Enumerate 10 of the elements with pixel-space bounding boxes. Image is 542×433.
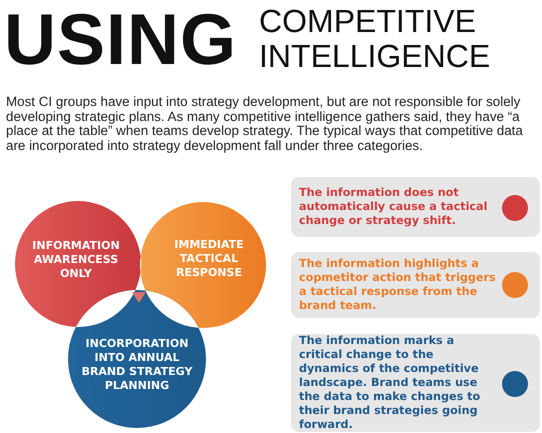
card-text: The information does not automatically cause a tactical change or strategy shift. bbox=[299, 186, 488, 228]
info-card bbox=[291, 334, 540, 432]
circle-label: IMMEDIATE TACTICAL RESPONSE bbox=[173, 238, 245, 280]
card-text: The information marks a critical change to the dynamics of the competitive landscape. Brand teams use the data to make changes to their brand strategies going forward. bbox=[299, 334, 482, 432]
info-card bbox=[291, 177, 540, 237]
card-text: The information highlights a copmetitor action that triggers a tactical response from the brand team. bbox=[299, 257, 496, 313]
info-card bbox=[291, 252, 540, 318]
circle-label: INCORPORATION INTO ANNUAL BRAND STRATEGY PLANNING bbox=[80, 337, 194, 393]
circle-label: INFORMATION AWARENCESS ONLY bbox=[31, 239, 121, 281]
intro-paragraph: Most CI groups have input into strategy development, but are not responsible for solely developing strategic plans. As many competitive intelligence gathers said, they have “a place at the table” when teams develop strategy. The typical ways that competitive data are incorporated into strategy development fall under three categories. bbox=[6, 95, 524, 153]
